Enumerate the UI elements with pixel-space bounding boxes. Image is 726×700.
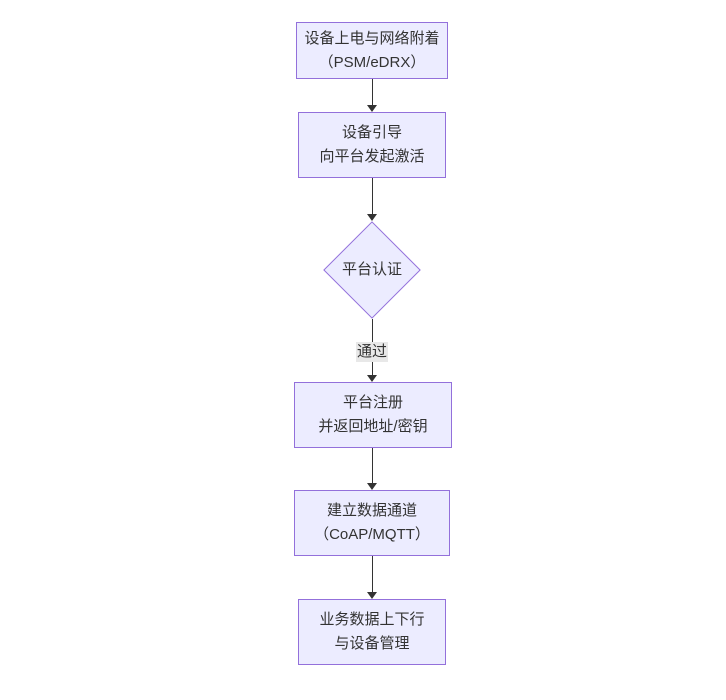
node-bootstrap: 设备引导 向平台发起激活 — [298, 112, 446, 178]
node-label-line1: 平台认证 — [341, 261, 402, 278]
arrowhead-icon — [367, 105, 377, 112]
node-label-line1: 建立数据通道 — [326, 502, 417, 519]
arrow-shaft — [371, 79, 373, 105]
node-label-line1: 设备引导 — [341, 124, 402, 141]
node-label-line2: （CoAP/MQTT） — [314, 526, 430, 543]
node-platform-register: 平台注册 并返回地址/密钥 — [294, 382, 452, 448]
arrow-shaft — [371, 556, 373, 592]
node-label-line2: 并返回地址/密钥 — [318, 418, 428, 435]
arrow-shaft — [371, 178, 373, 214]
arrow-shaft — [371, 448, 373, 483]
node-business-data: 业务数据上下行 与设备管理 — [298, 599, 446, 665]
node-data-channel: 建立数据通道 （CoAP/MQTT） — [294, 490, 450, 556]
node-label-line2: 向平台发起激活 — [319, 148, 425, 165]
arrowhead-icon — [367, 483, 377, 490]
node-label-line2: 与设备管理 — [334, 635, 410, 652]
edge-label-pass: 通过 — [355, 342, 389, 362]
node-label-line1: 平台注册 — [342, 394, 403, 411]
arrowhead-icon — [367, 592, 377, 599]
node-label-line1: 设备上电与网络附着 — [304, 29, 440, 47]
node-label-line2: （PSM/eDRX） — [318, 53, 426, 71]
node-label-line1: 业务数据上下行 — [319, 611, 425, 628]
arrowhead-icon — [367, 375, 377, 382]
node-power-attach: 设备上电与网络附着 （PSM/eDRX） — [296, 22, 448, 79]
node-platform-auth: 平台认证 — [322, 221, 422, 319]
arrowhead-icon — [367, 214, 377, 221]
